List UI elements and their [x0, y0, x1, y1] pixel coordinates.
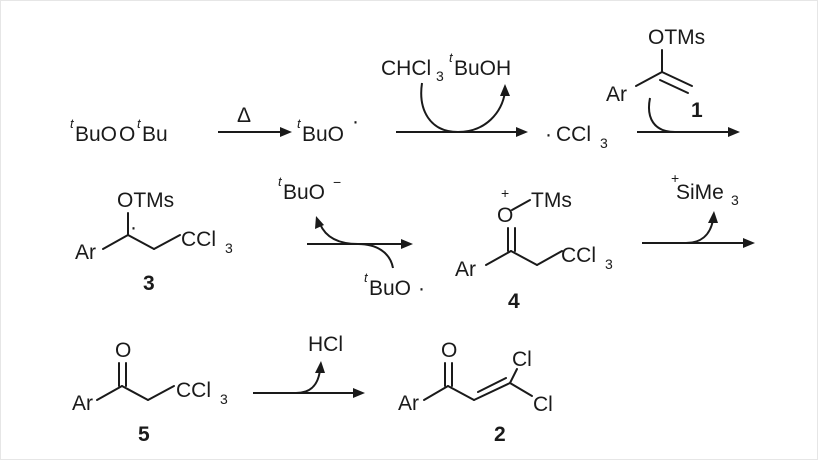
svg-text:O: O [115, 339, 131, 362]
compound-label: 4 [508, 290, 520, 313]
heat-symbol: Δ [237, 104, 251, 127]
compound-label: 1 [691, 99, 703, 122]
compound-4: + O TMs Ar CCl 3 4 [455, 185, 613, 313]
svg-text:Ar: Ar [398, 392, 419, 415]
arrow-head-icon [401, 239, 413, 249]
svg-text:t: t [449, 50, 454, 65]
svg-text:3: 3 [600, 135, 608, 151]
svg-text:SiMe: SiMe [676, 181, 724, 204]
curved-arrow-head-icon [500, 84, 510, 96]
svg-text:O: O [497, 204, 513, 227]
svg-text:Ar: Ar [455, 258, 476, 281]
svg-text:BuO: BuO [283, 181, 325, 204]
svg-text:·: · [418, 277, 425, 300]
desilylation-arrow: + SiMe 3 [642, 170, 755, 248]
electron-transfer-arrow: t BuO − t BuO · [278, 174, 425, 300]
svg-text:t: t [297, 116, 302, 131]
heat-arrow: Δ [218, 104, 292, 137]
svg-text:3: 3 [731, 192, 739, 208]
svg-text:Cl: Cl [512, 348, 532, 371]
svg-text:t: t [364, 270, 369, 285]
svg-text:BuO: BuO [75, 123, 117, 146]
svg-text:−: − [333, 174, 341, 190]
curved-arrow-head-icon [315, 216, 324, 229]
compound-3: OTMs · Ar CCl 3 3 [75, 189, 233, 295]
svg-text:OTMs: OTMs [117, 189, 174, 212]
svg-text:CCl: CCl [176, 379, 211, 402]
svg-text:Bu: Bu [142, 123, 168, 146]
radical-dot: · [130, 216, 137, 239]
svg-text:Cl: Cl [533, 393, 553, 416]
svg-text:CHCl: CHCl [381, 57, 431, 80]
tert-butoxy-radical: t BuO · [297, 110, 359, 146]
svg-text:3: 3 [220, 391, 228, 407]
radical-addition-arrow [637, 97, 740, 137]
curved-arrow-head-icon [315, 361, 325, 373]
svg-text:3: 3 [225, 240, 233, 256]
svg-text:t: t [137, 116, 142, 131]
compound-label: 2 [494, 423, 506, 446]
svg-text:HCl: HCl [308, 333, 343, 356]
svg-text:3: 3 [436, 68, 444, 84]
arrow-head-icon [280, 127, 292, 137]
svg-text:BuOH: BuOH [454, 57, 511, 80]
svg-text:·: · [545, 123, 552, 146]
hydrogen-abstraction-arrow: CHCl 3 t BuOH [381, 50, 528, 137]
svg-text:Ar: Ar [72, 392, 93, 415]
svg-text:t: t [70, 116, 75, 131]
svg-text:CCl: CCl [556, 123, 591, 146]
curved-arrow-head-icon [708, 211, 718, 223]
svg-text:CCl: CCl [561, 244, 596, 267]
compound-label: 3 [143, 272, 155, 295]
svg-text:O: O [119, 123, 135, 146]
svg-text:t: t [278, 174, 283, 189]
arrow-head-icon [743, 238, 755, 248]
di-tert-butyl-peroxide: t BuO O t Bu [70, 116, 168, 146]
arrow-head-icon [353, 388, 365, 398]
svg-text:OTMs: OTMs [648, 26, 705, 49]
svg-text:BuO: BuO [369, 277, 411, 300]
compound-2: O Cl Cl Ar 2 [398, 339, 553, 446]
svg-text:CCl: CCl [181, 228, 216, 251]
compound-5: O Ar CCl 3 5 [72, 339, 228, 446]
svg-text:Ar: Ar [606, 83, 627, 106]
trichloromethyl-radical: · CCl 3 [545, 123, 608, 151]
svg-text:+: + [671, 170, 679, 186]
svg-text:·: · [352, 110, 359, 133]
arrow-head-icon [728, 127, 740, 137]
arrow-head-icon [516, 127, 528, 137]
svg-text:3: 3 [605, 256, 613, 272]
svg-text:+: + [501, 185, 509, 201]
compound-label: 5 [138, 423, 150, 446]
svg-text:Ar: Ar [75, 241, 96, 264]
elimination-arrow: HCl [253, 333, 365, 398]
compound-1: OTMs Ar 1 [606, 26, 705, 122]
svg-text:O: O [441, 339, 457, 362]
svg-text:TMs: TMs [531, 189, 572, 212]
svg-text:BuO: BuO [302, 123, 344, 146]
